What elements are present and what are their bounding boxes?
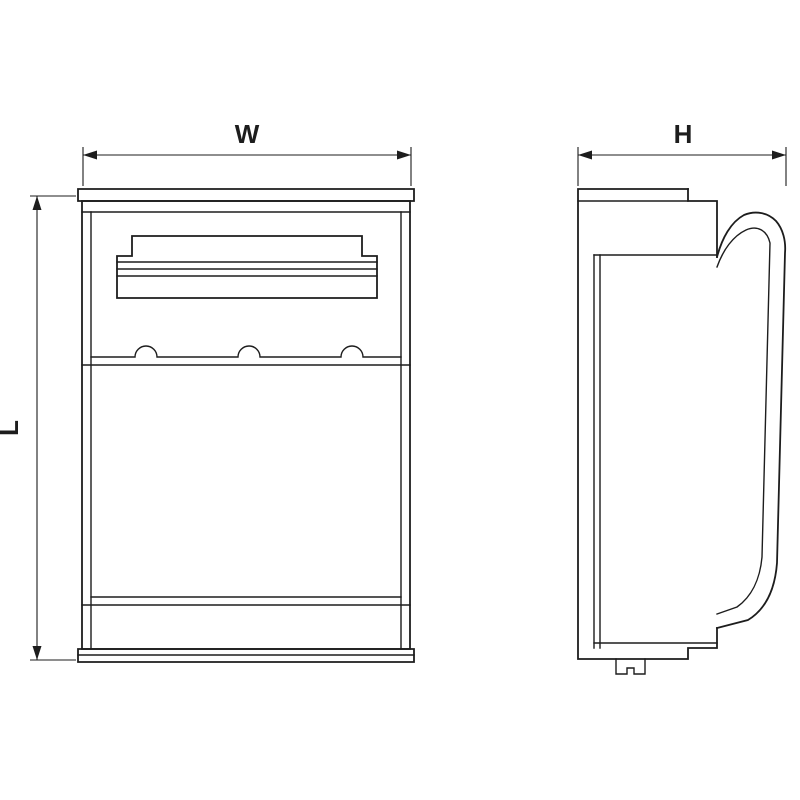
l-arrow-bottom-icon [32,646,42,660]
din-rail-clip [615,658,646,675]
front-top-cap [77,188,415,202]
side-handle-outer-profile [715,211,787,630]
side-handle-inner-profile [716,227,771,615]
w-dimension-label: W [235,119,260,149]
l-dimension: L [0,195,76,661]
front-view [77,188,415,663]
w-arrow-left-icon [83,150,97,160]
w-dimension: W [82,119,412,186]
side-body-outline [577,188,718,660]
switch-handle-outline [116,235,378,299]
l-dimension-label: L [0,420,24,436]
front-bottom-cap [77,648,415,663]
l-arrow-top-icon [32,196,42,210]
h-dimension-label: H [674,119,693,149]
side-view [577,188,787,675]
front-body-outline [81,200,411,650]
h-dimension: H [577,119,787,186]
h-arrow-right-icon [772,150,786,160]
h-arrow-left-icon [578,150,592,160]
side-top-step [687,188,718,258]
fuse-cover-edge-with-notches [90,345,402,358]
w-arrow-right-icon [397,150,411,160]
